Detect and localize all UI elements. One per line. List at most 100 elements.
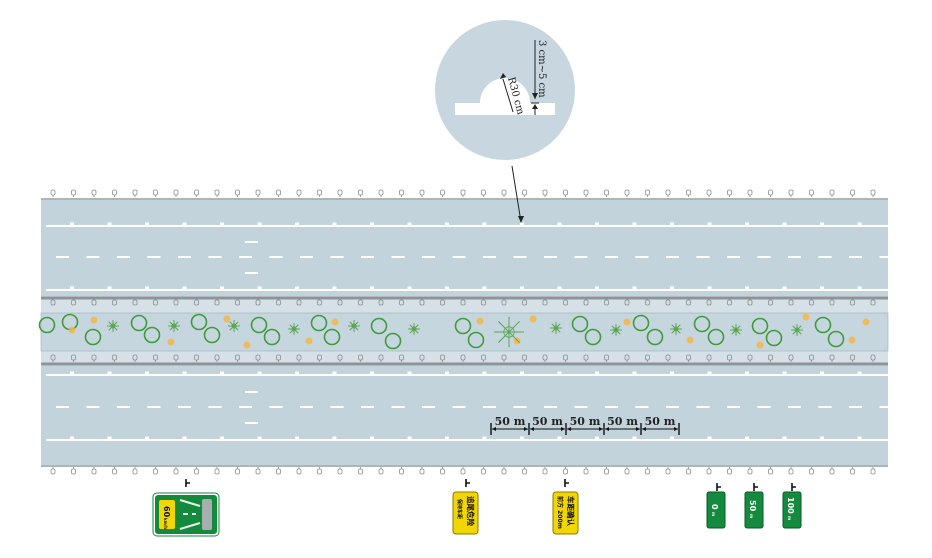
delineator-post [112,467,117,475]
speed-limit-value: 60 [162,506,171,518]
delineator-post [522,354,527,362]
tree-circle [632,314,650,332]
delineator-post [727,467,732,475]
delineator-post [296,189,302,197]
marking-dot [295,436,299,440]
delineator-post [173,189,179,197]
delineator-post [296,354,302,362]
delineator-post [153,467,158,475]
shrub-star [610,324,622,336]
median-plants [38,313,870,350]
marking-dot [407,436,412,440]
sign-post-marker [753,483,758,491]
tree-circle [38,316,56,334]
delineator-post [501,467,507,475]
delineator-post [235,298,240,306]
delineator-post [645,298,650,306]
marking-dot [332,371,337,375]
marking-dot [407,371,412,375]
delineator-post [358,189,363,197]
tree-circle [143,326,161,344]
delineator-post [337,467,343,475]
delineator-post [501,298,507,306]
marking-dot [445,286,449,290]
delineator-post [788,354,794,362]
marking-dot [707,222,712,226]
marking-dot [332,222,337,226]
gap-arrow-head-top [532,93,538,99]
marking-dot [482,436,487,440]
delineator-post [214,354,220,362]
semicircle-dot-mark [480,78,530,103]
tree-circle [190,313,208,331]
dimension-arrow [567,427,571,431]
rear-end-warning-line2: 保持车距 [456,498,463,519]
delineator-post [255,354,261,362]
delineator-post [624,298,630,306]
delineator-post [645,189,650,197]
delineator-post [850,354,855,362]
delineator-post [419,189,425,197]
marking-dot [145,222,149,226]
distance-check-line1: 车距确认 [566,496,576,526]
delineator-post [50,354,56,362]
marking-dot [745,436,749,440]
delineator-post [604,189,609,197]
marking-dot [332,436,337,440]
tree-circle [765,329,783,347]
delineator-post [91,354,97,362]
delineator-post [194,354,199,362]
shrub-star [228,320,240,332]
delineator-post [829,467,835,475]
delineator-post [604,467,609,475]
shrub-star [550,322,562,334]
marking-dot [857,371,862,375]
delineator-post [378,298,384,306]
delineator-post [337,189,343,197]
delineator-post [132,189,138,197]
shrub-star [494,317,524,347]
delineator-post [460,354,466,362]
marking-dot [557,286,562,290]
delineator-post [358,354,363,362]
delineator-post [317,189,322,197]
flower-dot [331,318,339,326]
delineator-post [809,467,814,475]
marking-dot [670,222,674,226]
delineator-post [50,298,56,306]
delineator-post [501,189,507,197]
delineator-post [276,189,281,197]
marking-dot [295,222,299,226]
delineator-post [706,298,712,306]
delineator-post [645,354,650,362]
marking-dot [220,286,224,290]
marking-dot [70,436,74,440]
dimension-label: 50 m [495,415,526,428]
delineator-post [91,189,97,197]
delineator-post [563,298,568,306]
delineator-post [481,467,486,475]
tree-circle [323,328,341,346]
flower-dot [243,341,251,349]
marking-dot [295,371,299,375]
delineator-post [378,354,384,362]
marking-dot [820,222,824,226]
delineator-post [378,189,384,197]
delineator-post [460,467,466,475]
delineator-post [604,298,609,306]
marking-dot [182,286,187,290]
marking-dot [557,222,562,226]
tree-circle [751,317,769,335]
tree-circle [130,314,148,332]
marking-dot [220,371,224,375]
distance-marker-50-value: 50 [748,500,757,512]
delineator-post [419,354,425,362]
delineator-post [604,354,609,362]
marking-dot [220,222,224,226]
delineator-post [788,189,794,197]
delineator-post [132,298,138,306]
marking-dot [820,371,824,375]
marking-dot [595,286,599,290]
delineator-post [870,189,876,197]
